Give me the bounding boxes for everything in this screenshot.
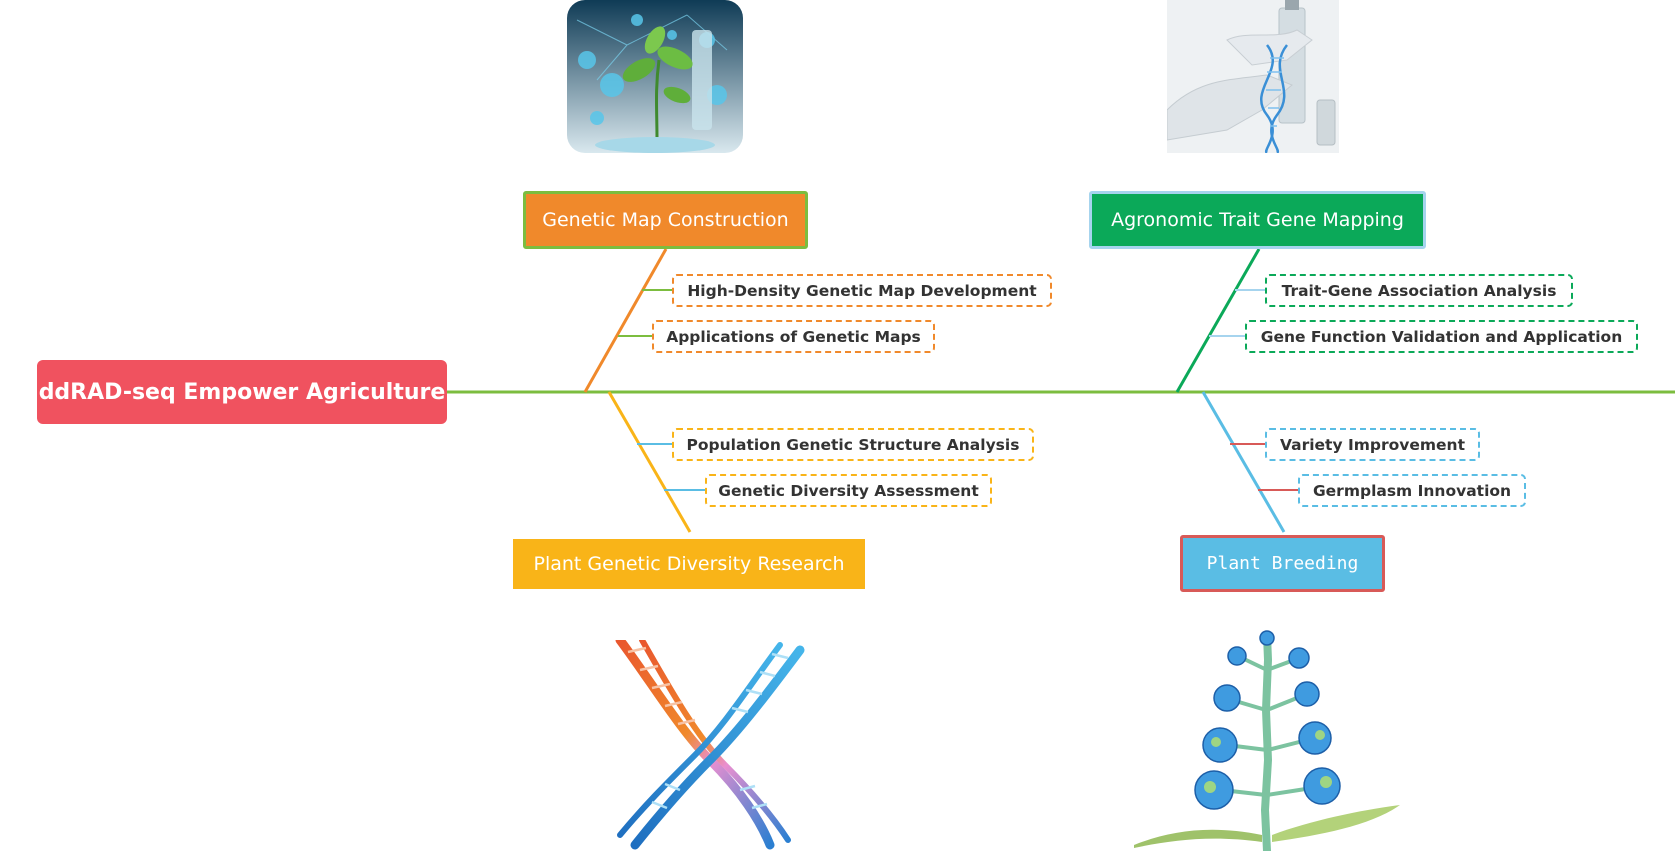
branch-line-agronomic [1175, 248, 1261, 393]
leaf-genetic-diversity-assessment[interactable]: Genetic Diversity Assessment [705, 474, 992, 507]
branch-agronomic-trait-gene-mapping[interactable]: Agronomic Trait Gene Mapping [1089, 191, 1426, 249]
plant-sprout-image [1134, 630, 1400, 851]
leaf-applications-of-genetic-maps[interactable]: Applications of Genetic Maps [652, 320, 935, 353]
leaf-population-genetic-structure-analysis[interactable]: Population Genetic Structure Analysis [672, 428, 1034, 461]
leaf-high-density-genetic-map-development[interactable]: High-Density Genetic Map Development [672, 274, 1052, 307]
dna-lab-image [1167, 0, 1339, 153]
branch-line-genetic-map [583, 248, 668, 393]
branch-line-breeding [1201, 391, 1286, 533]
dna-helix-image [615, 640, 805, 850]
branch-plant-genetic-diversity-research[interactable]: Plant Genetic Diversity Research [513, 539, 865, 589]
branch-plant-breeding[interactable]: Plant Breeding [1180, 535, 1385, 592]
branch-genetic-map-construction[interactable]: Genetic Map Construction [523, 191, 808, 249]
branch-line-diversity [607, 391, 692, 533]
leaf-trait-gene-association-analysis[interactable]: Trait-Gene Association Analysis [1265, 274, 1573, 307]
leaf-variety-improvement[interactable]: Variety Improvement [1265, 428, 1480, 461]
plant-lab-image [567, 0, 743, 153]
leaf-germplasm-innovation[interactable]: Germplasm Innovation [1298, 474, 1526, 507]
leaf-gene-function-validation-and-application[interactable]: Gene Function Validation and Application [1245, 320, 1638, 353]
root-topic[interactable]: ddRAD-seq Empower Agriculture [37, 360, 447, 424]
